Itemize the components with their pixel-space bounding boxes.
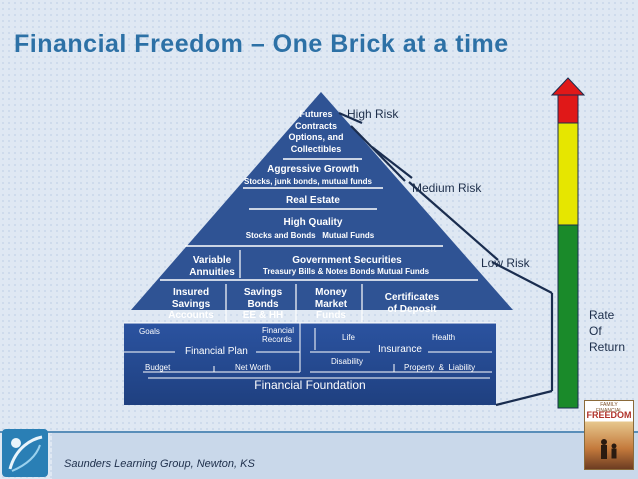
property-liability-label: Property & Liability — [404, 363, 476, 372]
high-quality-title: High Quality — [283, 217, 343, 228]
page-title: Financial Freedom – One Brick at a time — [14, 30, 509, 58]
foundation-structure — [124, 322, 496, 379]
life-label: Life — [342, 333, 355, 342]
return-bar-red — [557, 94, 579, 124]
savings-bonds-label: Savings Bonds EE & HH — [242, 287, 284, 321]
tier-top-label: Futures Contracts Options, and Collectib… — [288, 109, 344, 155]
disability-label: Disability — [331, 357, 364, 366]
footer-credit: Saunders Learning Group, Newton, KS — [64, 458, 255, 470]
government-securities-sub: Treasury Bills & Notes Bonds Mutual Fund… — [262, 267, 430, 276]
return-bar-yellow — [557, 122, 579, 226]
variable-annuities-label: Variable Annuities — [189, 255, 235, 278]
pyramid-triangle — [131, 92, 513, 310]
insurance-label: Insurance — [378, 344, 422, 355]
government-securities-title: Government Securities — [292, 255, 402, 266]
net-worth-label: Net Worth — [235, 363, 271, 372]
medium-risk-label: Medium Risk — [412, 181, 482, 195]
certificates-label: Certificates of Deposit — [384, 292, 440, 315]
health-label: Health — [432, 333, 456, 342]
foundation-block — [124, 323, 496, 405]
logo-icon — [8, 435, 43, 472]
high-quality-sub: Stocks and Bonds Mutual Funds — [245, 231, 375, 240]
tier-dividers — [160, 158, 478, 281]
financial-records-label: Financial Records — [262, 326, 295, 344]
low-risk-label: Low Risk — [481, 256, 530, 270]
high-risk-label: High Risk — [347, 107, 399, 121]
footer-bar — [52, 433, 638, 479]
financial-plan-label: Financial Plan — [185, 346, 248, 357]
aggressive-growth-sub: Stocks, junk bonds, mutual funds — [243, 177, 372, 186]
insured-savings-label: Insured Savings Accounts — [168, 287, 214, 321]
risk-lines — [338, 111, 554, 407]
goals-label: Goals — [139, 327, 160, 336]
book-cover-title: FREEDOM — [586, 410, 632, 420]
aggressive-growth-title: Aggressive Growth — [267, 164, 359, 175]
return-bar-green — [557, 224, 579, 409]
budget-label: Budget — [145, 363, 171, 372]
book-cover-subtitle: FAMILY FINANCIAL — [595, 402, 623, 414]
book-cover-people-icon — [601, 439, 617, 459]
book-cover-image: FAMILY FINANCIAL FREEDOM — [584, 400, 634, 470]
return-bar-arrow-head — [550, 77, 586, 96]
tier-verticals — [225, 250, 363, 322]
money-market-label: Money Market Funds — [314, 287, 348, 321]
real-estate-label: Real Estate — [286, 195, 340, 206]
financial-foundation-label: Financial Foundation — [254, 378, 366, 392]
rate-of-return-label: Rate Of Return — [589, 308, 626, 355]
